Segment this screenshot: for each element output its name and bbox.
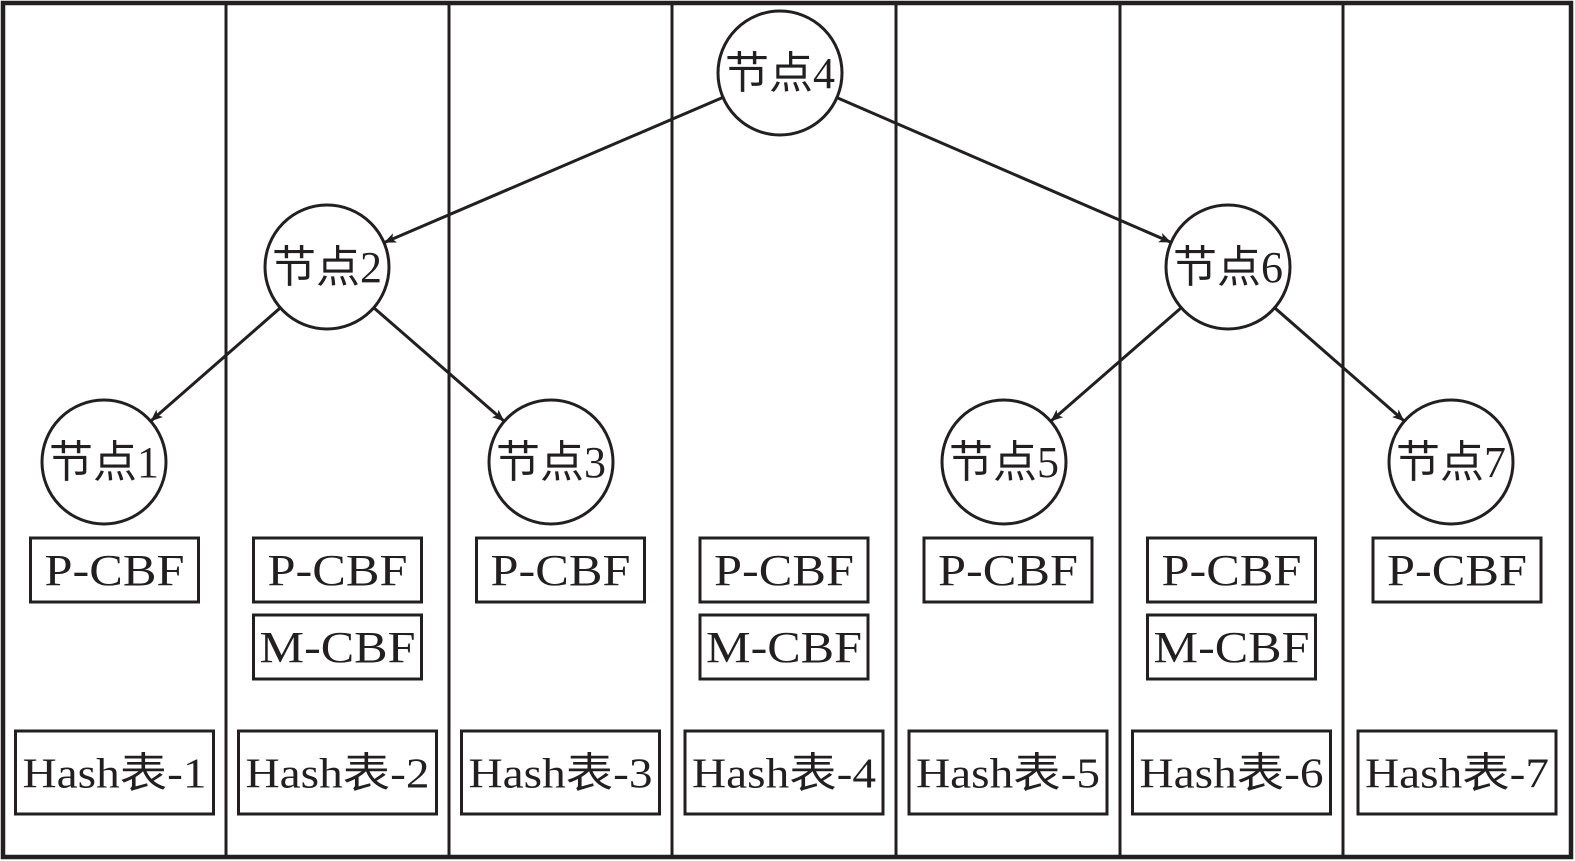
hash-table-box <box>14 729 215 816</box>
hash-table-box <box>683 729 885 816</box>
filter-label: P-CBF <box>938 546 1078 595</box>
filter-label: M-CBF <box>260 623 416 672</box>
m-cbf-box <box>698 613 870 681</box>
tree-node-5: 节点5 <box>940 398 1068 526</box>
hash-table-label: Hash表-1 <box>23 752 207 798</box>
column-1: P-CBF Hash表-1 <box>14 536 215 816</box>
hash-table-box <box>237 729 438 816</box>
hash-table-box <box>460 729 661 816</box>
node-circle <box>487 398 615 526</box>
p-cbf-box <box>1371 536 1543 604</box>
column-2: P-CBF M-CBF Hash表-2 <box>237 536 438 816</box>
node-label: 节点3 <box>496 438 606 487</box>
edge-4-to-6 <box>836 96 1172 244</box>
node-label: 节点1 <box>49 438 159 487</box>
tree-node-4: 节点4 <box>716 9 844 137</box>
edges-layer <box>150 96 1405 422</box>
node-circle <box>1164 203 1292 331</box>
tree-node-7: 节点7 <box>1387 398 1515 526</box>
boxes-layer: P-CBF Hash表-1 P-CBF M-CBF Hash表-2 P-CBF Hash表-… <box>14 536 1558 816</box>
column-4: P-CBF M-CBF Hash表-4 <box>683 536 885 816</box>
hash-table-label: Hash表-2 <box>246 752 430 798</box>
node-label: 节点4 <box>725 49 835 98</box>
edge-6-to-5 <box>1050 306 1183 422</box>
tree-node-6: 节点6 <box>1164 203 1292 331</box>
hash-table-label: Hash表-5 <box>916 752 1100 798</box>
node-circle <box>1387 398 1515 526</box>
tree-node-3: 节点3 <box>487 398 615 526</box>
tree-node-1: 节点1 <box>40 398 168 526</box>
nodes-layer: 节点1 节点2 节点3 节点4 节点5 节点6 节点7 <box>40 9 1515 526</box>
hash-table-box <box>1356 729 1558 816</box>
node-label: 节点2 <box>272 243 382 292</box>
hash-table-label: Hash表-4 <box>692 752 876 798</box>
edge-2-to-1 <box>150 306 282 422</box>
column-6: P-CBF M-CBF Hash表-6 <box>1131 536 1332 816</box>
m-cbf-box <box>1146 613 1317 681</box>
filter-label: P-CBF <box>45 546 185 595</box>
filter-label: M-CBF <box>1154 623 1310 672</box>
filter-label: P-CBF <box>714 546 854 595</box>
hash-table-label: Hash表-7 <box>1365 752 1549 798</box>
filter-label: M-CBF <box>706 623 862 672</box>
p-cbf-box <box>252 536 423 604</box>
node-circle <box>940 398 1068 526</box>
column-5: P-CBF Hash表-5 <box>907 536 1109 816</box>
p-cbf-box <box>1146 536 1317 604</box>
hash-table-label: Hash表-3 <box>469 752 653 798</box>
node-label: 节点7 <box>1396 438 1506 487</box>
m-cbf-box <box>252 613 423 681</box>
p-cbf-box <box>475 536 646 604</box>
node-circle <box>716 9 844 137</box>
edge-6-to-7 <box>1273 306 1405 422</box>
filter-label: P-CBF <box>1387 546 1527 595</box>
node-label: 节点6 <box>1173 243 1283 292</box>
p-cbf-box <box>698 536 870 604</box>
p-cbf-box <box>29 536 200 604</box>
node-circle <box>263 203 391 331</box>
filter-label: P-CBF <box>268 546 408 595</box>
edge-2-to-3 <box>372 306 505 422</box>
hash-table-box <box>1131 729 1332 816</box>
hash-table-box <box>907 729 1109 816</box>
node-label: 节点5 <box>949 438 1059 487</box>
column-3: P-CBF Hash表-3 <box>460 536 661 816</box>
filter-label: P-CBF <box>1162 546 1302 595</box>
tree-node-2: 节点2 <box>263 203 391 331</box>
node-circle <box>40 398 168 526</box>
column-7: P-CBF Hash表-7 <box>1356 536 1558 816</box>
hash-table-label: Hash表-6 <box>1140 752 1324 798</box>
filter-label: P-CBF <box>491 546 631 595</box>
p-cbf-box <box>922 536 1094 604</box>
edge-4-to-2 <box>383 96 724 244</box>
